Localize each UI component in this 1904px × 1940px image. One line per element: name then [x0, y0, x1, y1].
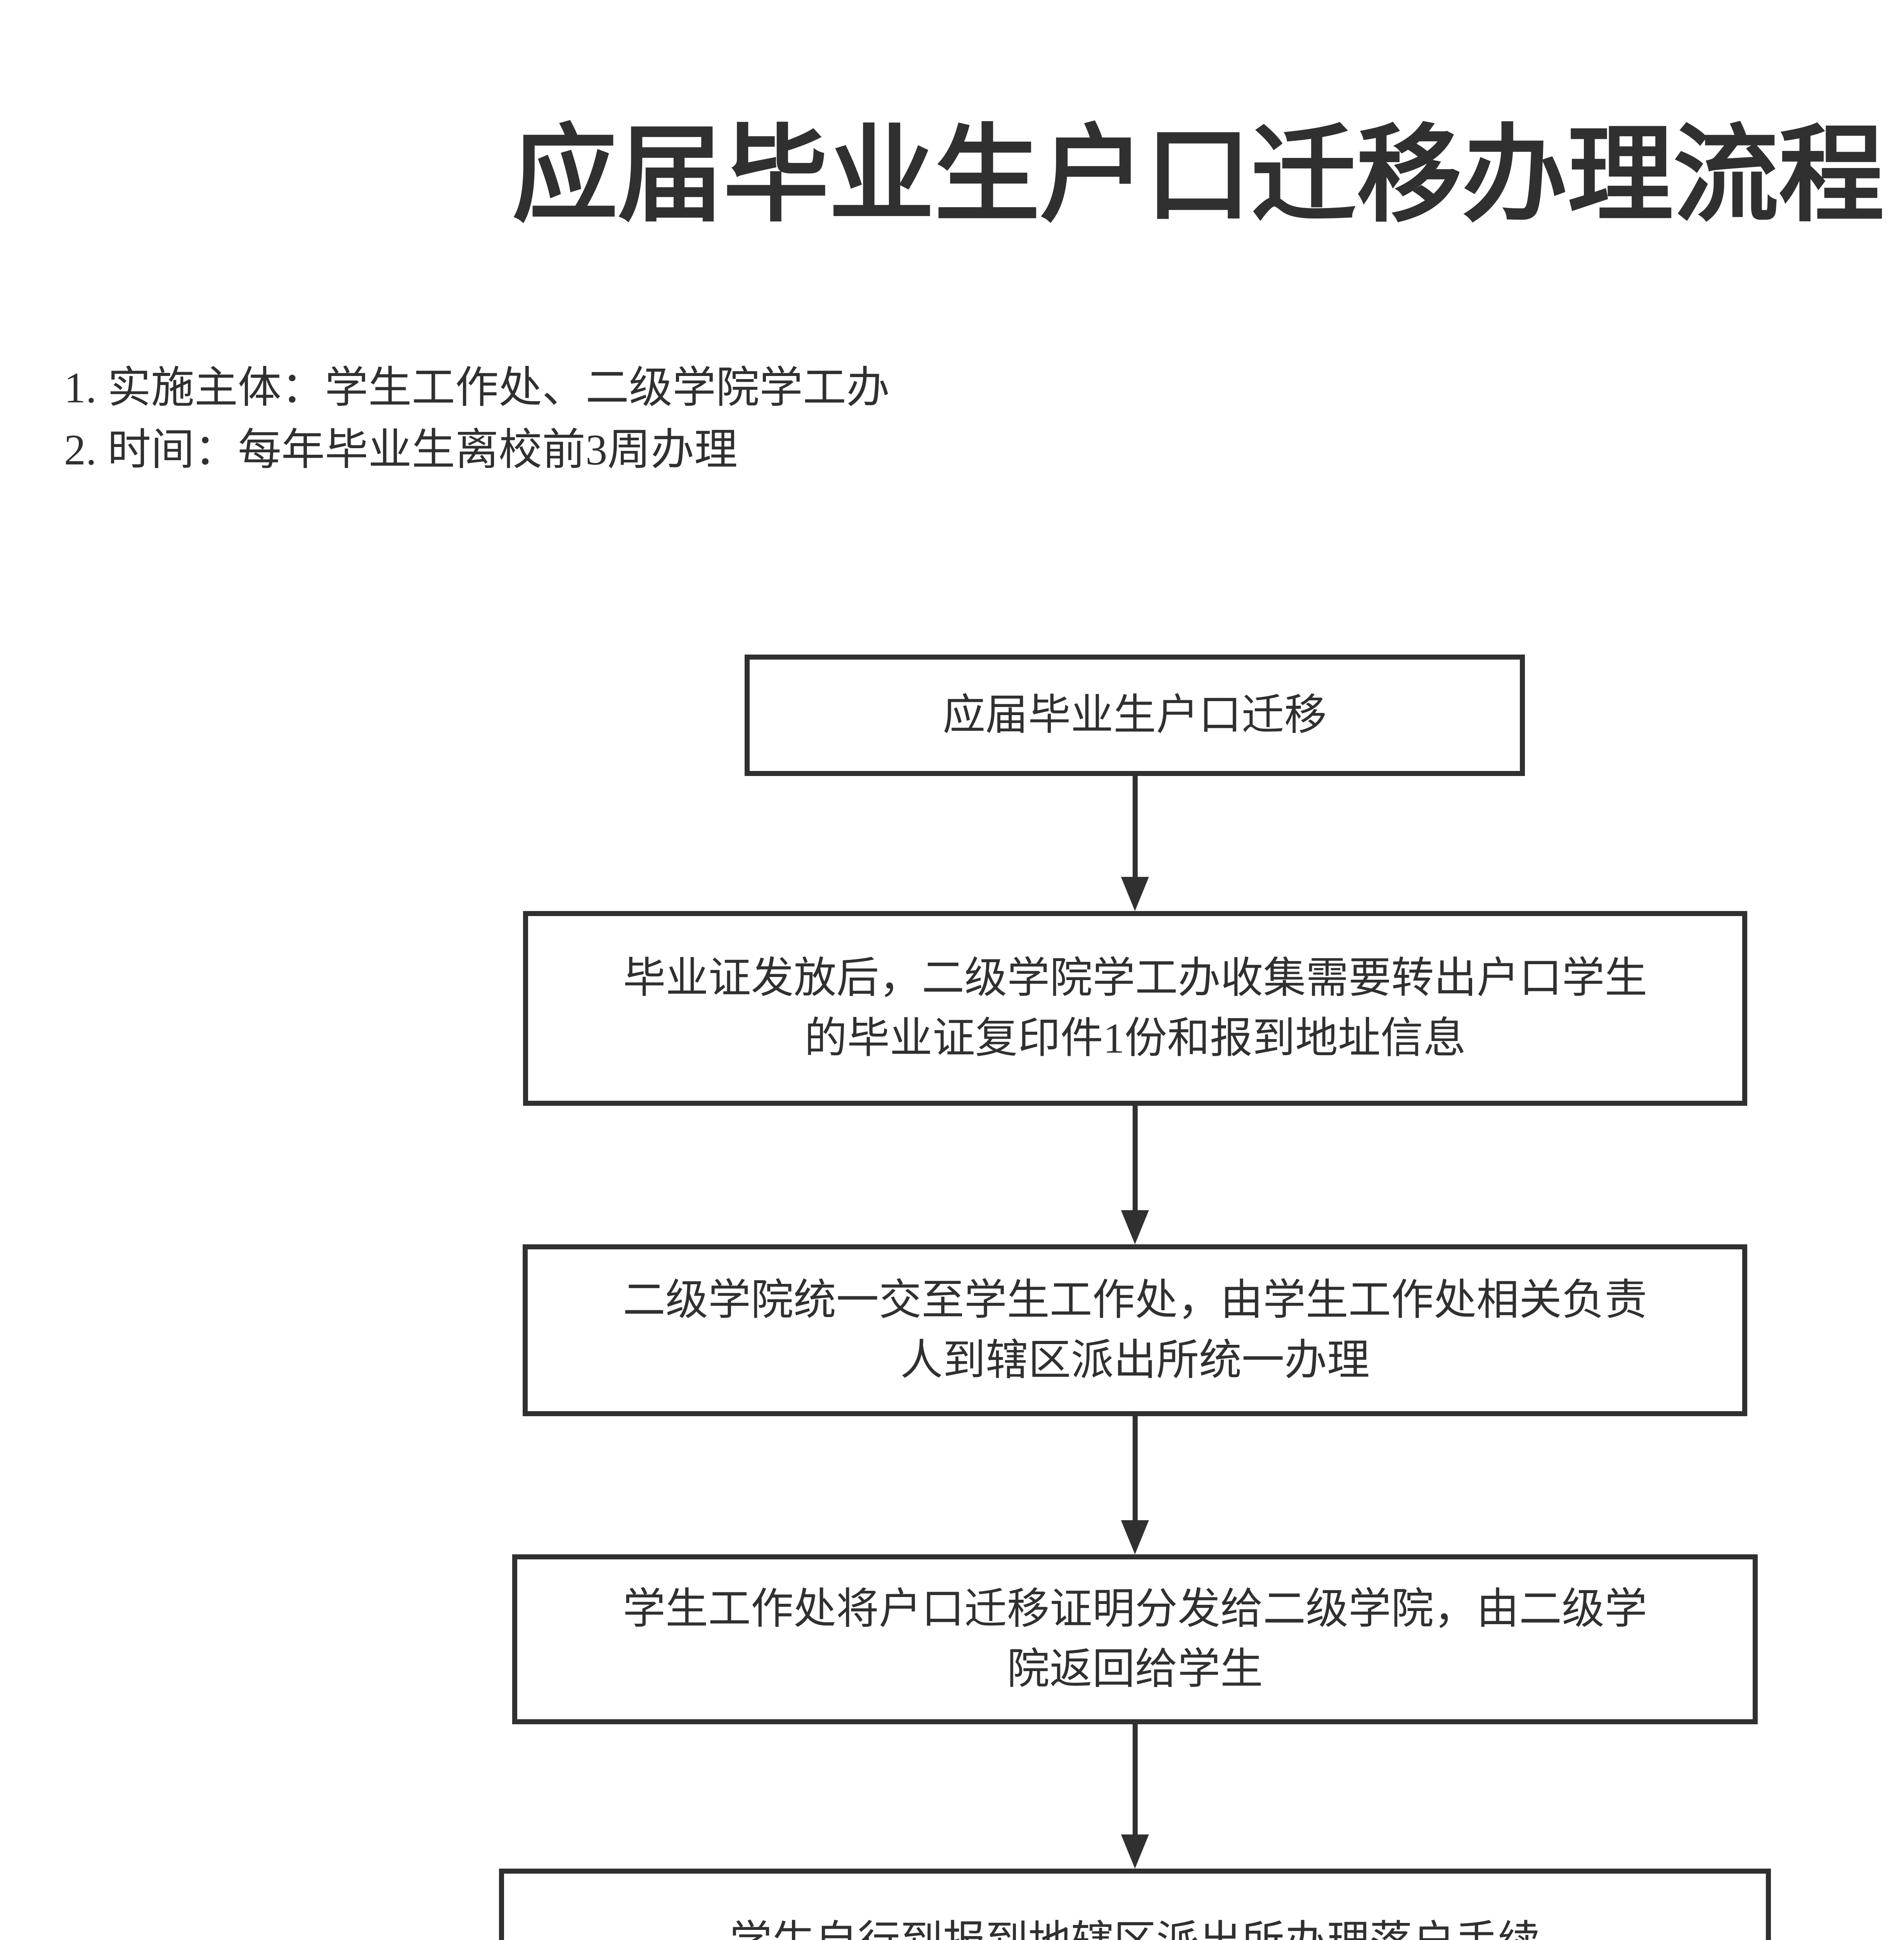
flow-box-end: 学生自行到报到地辖区派出所办理落户手续 — [499, 1869, 1771, 1940]
arrow-head-icon — [1121, 1210, 1149, 1244]
flow-box-step-1: 毕业证发放后，二级学院学工办收集需要转出户口学生 的毕业证复印件1份和报到地址信… — [523, 911, 1747, 1106]
arrow-shaft — [1132, 776, 1138, 877]
flow-box-step-2: 二级学院统一交至学生工作处，由学生工作处相关负责 人到辖区派出所统一办理 — [523, 1244, 1747, 1416]
arrow-head-icon — [1121, 877, 1149, 911]
flow-box-text: 学生自行到报到地辖区派出所办理落户手续 — [729, 1912, 1540, 1940]
flow-box-text: 人到辖区派出所统一办理 — [900, 1336, 1370, 1384]
flow-arrow-1 — [1121, 776, 1149, 911]
flow-box-text: 二级学院统一交至学生工作处，由学生工作处相关负责 — [623, 1276, 1647, 1324]
flow-box-text: 的毕业证复印件1份和报到地址信息 — [804, 1015, 1466, 1062]
arrow-shaft — [1132, 1416, 1138, 1520]
flow-box-text: 毕业证发放后，二级学院学工办收集需要转出户口学生 — [623, 954, 1648, 1002]
flow-box-text: 院返回给学生 — [1007, 1646, 1263, 1693]
intro-notes: 1. 实施主体：学生工作处、二级学院学工办 2. 时间：每年毕业生离校前3周办理 — [64, 357, 890, 481]
arrow-head-icon — [1121, 1834, 1149, 1869]
arrow-shaft — [1132, 1724, 1138, 1834]
flow-arrow-2 — [1121, 1106, 1149, 1244]
arrow-shaft — [1132, 1106, 1138, 1210]
flow-arrow-4 — [1121, 1724, 1149, 1869]
flow-box-text: 学生工作处将户口迁移证明分发给二级学院，由二级学 — [623, 1585, 1647, 1633]
intro-line-implementer: 1. 实施主体：学生工作处、二级学院学工办 — [64, 364, 890, 412]
arrow-head-icon — [1121, 1520, 1149, 1554]
page-title: 应届毕业生户口迁移办理流程 — [512, 118, 1884, 234]
flow-arrow-3 — [1121, 1416, 1149, 1554]
flow-box-step-3: 学生工作处将户口迁移证明分发给二级学院，由二级学 院返回给学生 — [512, 1554, 1758, 1724]
intro-line-time: 2. 时间：每年毕业生离校前3周办理 — [64, 426, 738, 474]
flow-box-start: 应届毕业生户口迁移 — [745, 655, 1525, 776]
flow-box-text: 应届毕业生户口迁移 — [942, 691, 1327, 739]
